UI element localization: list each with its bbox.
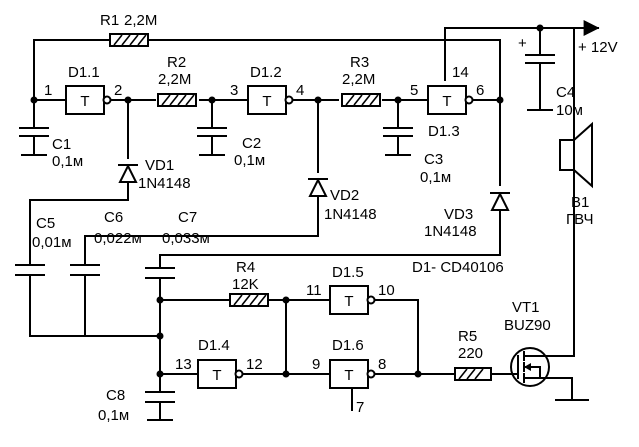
c8-value: 0,1м — [98, 407, 129, 424]
capacitor-c8: C8 0,1м — [98, 387, 175, 424]
gate-d1-4: T D1.4 13 12 — [175, 337, 263, 389]
d1-4-pin-out: 12 — [246, 356, 263, 373]
c7-value: 0,033м — [162, 230, 210, 247]
d1-6-pin-out: 8 — [378, 356, 386, 373]
r4-name: R4 — [236, 259, 255, 276]
b1-value: ГВЧ — [566, 211, 593, 228]
d1-5-pin-in: 11 — [306, 282, 322, 299]
d1-5-pin-out: 10 — [378, 282, 395, 299]
wires — [29, 20, 600, 421]
c5-value: 0,01м — [32, 234, 72, 251]
r3-name: R3 — [350, 54, 369, 71]
c1-name: C1 — [52, 136, 71, 153]
c3-value: 0,1м — [420, 169, 451, 186]
r1-name: R1 — [100, 12, 119, 29]
d1-2-pin-in: 3 — [230, 82, 238, 99]
ic-note: D1- CD40106 — [412, 259, 504, 276]
gate-d1-3: T D1.3 5 6 14 — [410, 64, 484, 140]
d1-3-pin-out: 6 — [476, 82, 484, 99]
capacitor-c7: C7 0,033м — [145, 209, 210, 279]
d1-2-pin-out: 4 — [296, 82, 304, 99]
capacitor-c1: C1 0,1м — [19, 124, 83, 170]
diode-vd1: VD1 1N4148 — [118, 157, 191, 192]
r1-value: 2,2M — [124, 12, 157, 29]
junction-dots — [30, 24, 544, 378]
buzzer-b1: B1 ГВЧ — [559, 121, 593, 228]
capacitor-c3: C3 0,1м — [383, 124, 451, 186]
d1-3-pin-in: 5 — [410, 82, 418, 99]
d1-2-symbol: T — [262, 93, 271, 110]
vd2-value: 1N4148 — [324, 206, 377, 223]
gate-d1-2: T D1.2 3 4 — [230, 64, 304, 115]
supply-label: + 12V — [578, 39, 618, 56]
d1-1-name: D1.1 — [68, 64, 100, 81]
d1-6-pin-in: 9 — [312, 356, 320, 373]
r2-name: R2 — [167, 54, 186, 71]
c7-name: C7 — [178, 209, 197, 226]
c1-value: 0,1м — [52, 153, 83, 170]
c4-name: C4 — [556, 84, 575, 101]
d1-3-symbol: T — [442, 93, 451, 110]
c3-name: C3 — [424, 151, 443, 168]
c2-name: C2 — [242, 135, 261, 152]
d1-3-pin-vdd: 14 — [452, 64, 469, 81]
d1-6-name: D1.6 — [332, 337, 364, 354]
vt1-name: VT1 — [512, 299, 540, 316]
d1-2-name: D1.2 — [250, 64, 282, 81]
resistor-r1: R1 2,2M — [100, 12, 157, 47]
c2-value: 0,1м — [234, 152, 265, 169]
vd3-value: 1N4148 — [424, 223, 477, 240]
d1-1-symbol: T — [80, 93, 89, 110]
c4-polarity: + — [518, 35, 527, 52]
r3-value: 2,2M — [342, 71, 375, 88]
vd1-name: VD1 — [145, 157, 174, 174]
gate-d1-6: T D1.6 9 8 7 — [312, 337, 386, 416]
resistor-r4: R4 12K — [229, 259, 269, 307]
c6-value: 0,022м — [94, 230, 142, 247]
r4-value: 12K — [232, 276, 259, 293]
resistor-r3: R3 2,2M — [341, 54, 381, 107]
r5-value: 220 — [458, 345, 483, 362]
r2-value: 2,2M — [158, 71, 191, 88]
b1-name: B1 — [571, 194, 589, 211]
resistor-r2: R2 2,2M — [157, 54, 197, 107]
d1-4-pin-in: 13 — [175, 356, 192, 373]
transistor-vt1: VT1 BUZ90 — [504, 299, 551, 387]
d1-1-pin-in: 1 — [44, 82, 52, 99]
vt1-value: BUZ90 — [504, 317, 551, 334]
vd3-name: VD3 — [444, 206, 473, 223]
capacitor-c2: C2 0,1м — [197, 124, 265, 169]
gate-d1-5: T D1.5 11 10 — [306, 264, 395, 315]
capacitor-c4: + C4 10м — [518, 35, 583, 119]
resistor-r5: R5 220 — [454, 328, 492, 381]
r5-name: R5 — [458, 328, 477, 345]
vd1-value: 1N4148 — [138, 175, 191, 192]
capacitor-c5: C5 0,01м — [15, 215, 72, 276]
vd2-name: VD2 — [330, 187, 359, 204]
d1-6-pin-gnd: 7 — [356, 399, 364, 416]
d1-6-symbol: T — [344, 367, 353, 384]
gate-d1-1: T D1.1 1 2 — [44, 64, 122, 115]
d1-5-symbol: T — [344, 293, 353, 310]
d1-3-name: D1.3 — [428, 123, 460, 140]
d1-4-name: D1.4 — [198, 337, 230, 354]
capacitor-c6: C6 0,022м — [70, 209, 142, 276]
diode-vd2: VD2 1N4148 — [308, 177, 377, 223]
c6-name: C6 — [104, 209, 123, 226]
c8-name: C8 — [106, 387, 125, 404]
d1-1-pin-out: 2 — [114, 82, 122, 99]
c5-name: C5 — [36, 215, 55, 232]
d1-5-name: D1.5 — [332, 264, 364, 281]
diode-vd3: VD3 1N4148 — [424, 191, 510, 240]
d1-4-symbol: T — [212, 367, 221, 384]
c4-value: 10м — [556, 102, 583, 119]
